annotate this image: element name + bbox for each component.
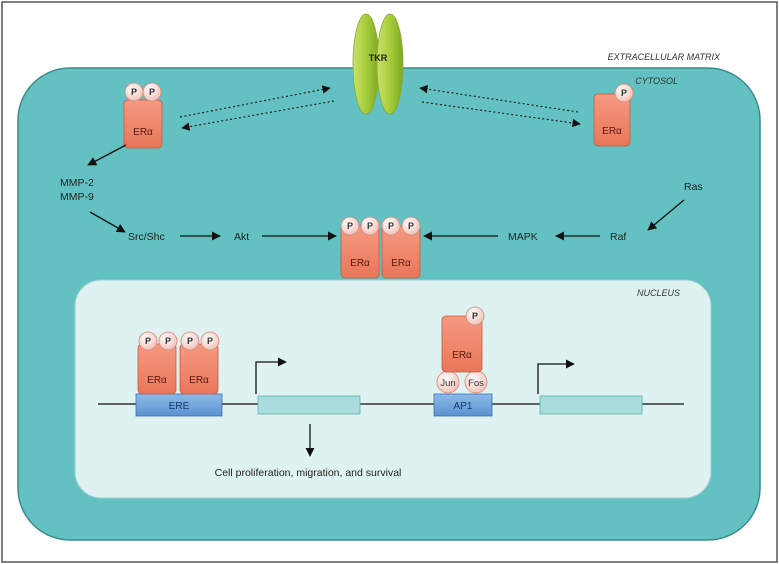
era-cytosol-right: P ERα — [593, 83, 634, 147]
phospho-icon — [142, 82, 162, 102]
src-shc-label: Src/Shc — [128, 231, 165, 243]
era-label: ERα — [147, 375, 167, 386]
era-label: ERα — [189, 375, 209, 386]
raf-label: Raf — [610, 231, 626, 243]
ere-box — [135, 393, 223, 417]
era-label: ERα — [391, 258, 411, 269]
era-cytosol-left: P P ERα — [123, 82, 163, 149]
phospho-label: P — [165, 336, 171, 346]
ere-label: ERE — [169, 401, 190, 412]
phospho-label: P — [187, 336, 193, 346]
phospho-label: P — [145, 336, 151, 346]
phospho-label: P — [408, 221, 414, 231]
arrow-era-to-mmp — [87, 144, 127, 166]
cytosol-label: CYTOSOL — [635, 76, 678, 86]
phospho-label: P — [621, 88, 627, 98]
phospho-label: P — [347, 221, 353, 231]
ras-label: Ras — [684, 181, 703, 193]
era-label: ERα — [452, 350, 472, 361]
era-label: ERα — [602, 126, 622, 137]
phospho-icon — [200, 331, 220, 351]
phospho-icon — [401, 216, 421, 236]
phospho-icon — [340, 216, 360, 236]
dotted-arrow-left-bottom — [181, 100, 335, 131]
akt-label: Akt — [234, 231, 249, 243]
phospho-label: P — [472, 311, 478, 321]
ap1-box — [433, 393, 493, 417]
phospho-label: P — [388, 221, 394, 231]
era-label: ERα — [133, 127, 153, 138]
phospho-icon — [180, 331, 200, 351]
phospho-label: P — [207, 336, 213, 346]
mmp2-label: MMP-2 — [60, 177, 94, 189]
phospho-icon — [614, 83, 634, 103]
era-label: ERα — [350, 258, 370, 269]
mmp9-label: MMP-9 — [60, 191, 94, 203]
era-nucleus-ap1: P ERα — [441, 306, 485, 373]
transcription-start-arrow — [537, 359, 575, 394]
mapk-label: MAPK — [508, 231, 538, 243]
tkr-receptor: TKR — [352, 13, 404, 115]
tkr-label: TKR — [369, 53, 388, 63]
jun-label: Jun — [440, 378, 455, 389]
phospho-icon — [138, 331, 158, 351]
arrow-ras-to-raf — [647, 199, 685, 231]
phospho-icon — [465, 306, 485, 326]
nucleus — [74, 279, 712, 499]
phospho-icon — [360, 216, 380, 236]
fos-label: Fos — [468, 378, 484, 389]
arrow-mmp-to-src — [89, 211, 126, 233]
ap1-label: AP1 — [454, 401, 473, 412]
phospho-label: P — [131, 87, 137, 97]
transcription-start-arrow — [255, 357, 287, 394]
nucleus-label: NUCLEUS — [637, 288, 680, 298]
dotted-arrow-left-top — [179, 85, 331, 118]
outcome-label: Cell proliferation, migration, and survi… — [215, 467, 402, 479]
gene-box-right — [539, 395, 643, 415]
gene-box-left — [257, 395, 361, 415]
phospho-icon — [381, 216, 401, 236]
phospho-icon — [158, 331, 178, 351]
era-dimer-nucleus: P P P P ERα ERα — [137, 331, 220, 395]
phospho-label: P — [149, 87, 155, 97]
phospho-label: P — [367, 221, 373, 231]
extracellular-matrix-label: EXTRACELLULAR MATRIX — [608, 52, 721, 62]
era-dimer-cytosol: P P P P ERα ERα — [340, 216, 421, 279]
